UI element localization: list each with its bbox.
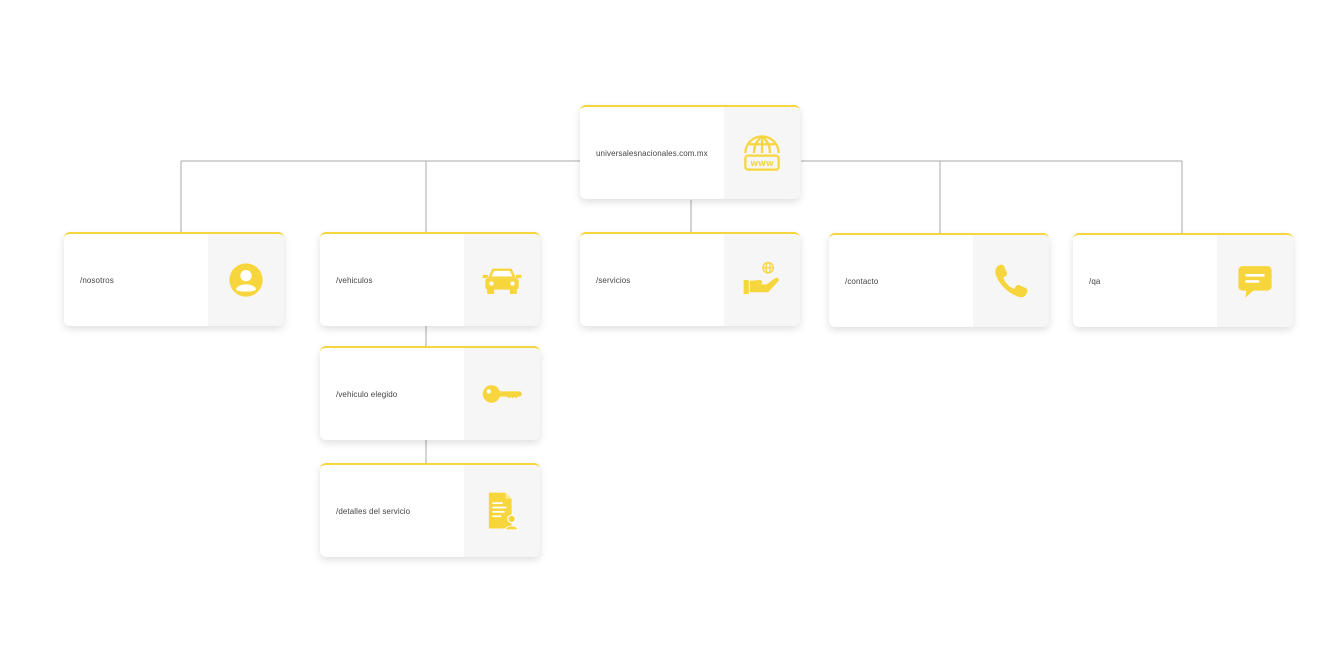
sitemap-node-servicios[interactable]: /servicios: [580, 232, 800, 326]
svg-text:WWW: WWW: [750, 160, 773, 168]
node-label: /servicios: [596, 275, 631, 285]
node-label: /nosotros: [80, 275, 114, 285]
www-globe-icon: WWW: [744, 135, 780, 171]
hand-globe-icon: [743, 261, 779, 294]
node-label: /vehiculo elegido: [336, 389, 398, 399]
node-label: /vehiculos: [336, 275, 373, 285]
sitemap-node-qa[interactable]: /qa: [1073, 233, 1293, 327]
sitemap-node-nosotros[interactable]: /nosotros: [64, 232, 284, 326]
node-label: /contacto: [845, 276, 879, 286]
sitemap-node-vehiculos[interactable]: /vehiculos: [320, 232, 540, 326]
node-label: /detalles del servicio: [336, 506, 411, 516]
sitemap-node-detalles-servicio[interactable]: /detalles del servicio: [320, 463, 540, 557]
sitemap-node-vehiculo-elegido[interactable]: /vehiculo elegido: [320, 346, 540, 440]
car-icon: [482, 268, 522, 294]
sitemap-node-root[interactable]: universalesnacionales.com.mx WWW: [580, 105, 800, 199]
node-label: /qa: [1089, 276, 1101, 286]
node-label: universalesnacionales.com.mx: [596, 148, 708, 158]
document-user-icon: [488, 492, 519, 531]
phone-icon: [995, 264, 1028, 298]
chat-icon: [1238, 266, 1272, 298]
key-icon: [482, 385, 523, 403]
sitemap-node-contacto[interactable]: /contacto: [829, 233, 1049, 327]
user-icon: [229, 263, 263, 297]
